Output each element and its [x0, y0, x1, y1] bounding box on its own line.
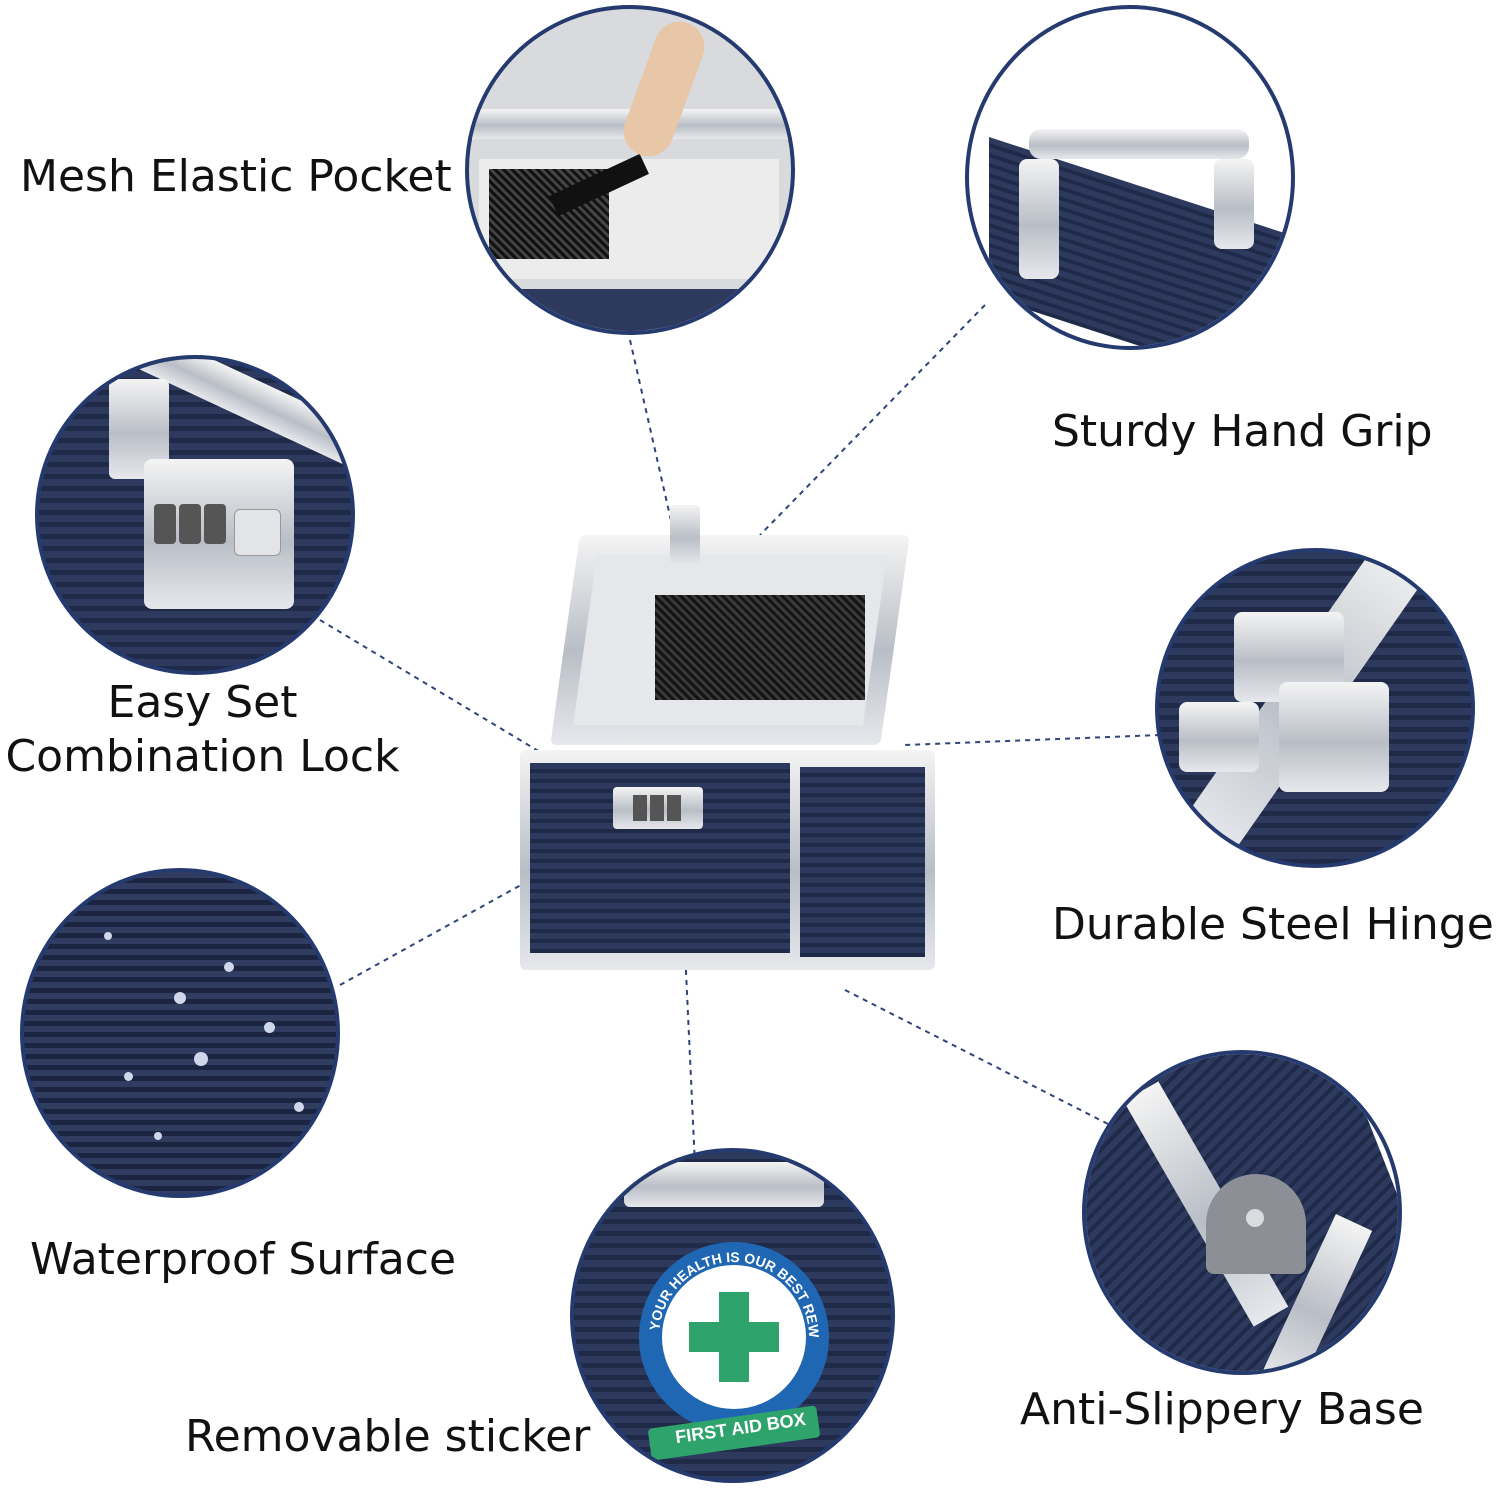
mesh-pocket	[655, 595, 865, 700]
connector-sticker	[684, 949, 696, 1166]
steel-hinge-photo	[1155, 548, 1475, 868]
connector-lock	[319, 619, 571, 771]
waterproof-label: Waterproof Surface	[30, 1234, 457, 1285]
combination-lock-photo	[35, 355, 355, 675]
connector-hinge	[904, 734, 1161, 746]
removable-sticker-photo: YOUR HEALTH IS OUR BEST REWARD FIRST AID…	[570, 1148, 895, 1483]
lock-label-line2: Combination Lock	[5, 731, 400, 782]
hand-grip-photo	[965, 5, 1295, 350]
connector-mesh	[629, 339, 681, 561]
anti-slippery-base-photo	[1082, 1050, 1402, 1375]
mesh-pocket-photo	[465, 5, 795, 335]
base-label: Anti-Slippery Base	[1020, 1384, 1424, 1435]
first-aid-box-product	[515, 505, 945, 975]
first-aid-sticker: YOUR HEALTH IS OUR BEST REWARD	[574, 1152, 829, 1461]
hand-grip-label: Sturdy Hand Grip	[1052, 406, 1433, 457]
latch	[670, 505, 700, 565]
hinge-label: Durable Steel Hinge	[1052, 899, 1494, 950]
connector-waterproof	[339, 879, 531, 986]
lock-label-line1: Easy Set	[107, 677, 298, 728]
sticker-label: Removable sticker	[185, 1411, 591, 1462]
connector-grip	[759, 304, 986, 536]
connector-base	[844, 989, 1111, 1126]
mesh-pocket-label: Mesh Elastic Pocket	[20, 151, 452, 202]
waterproof-surface-photo	[20, 868, 340, 1198]
